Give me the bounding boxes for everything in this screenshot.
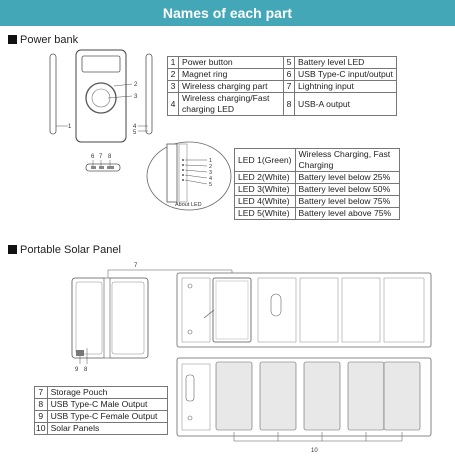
part-name: Solar Panels [46,422,169,435]
power-bank-section-title: Power bank [8,34,78,46]
part-name: Battery level LED [294,56,397,69]
callout-1: 1 [68,124,72,130]
callout-8: 8 [108,154,112,160]
led-callout-3: 3 [209,170,212,176]
led-name: LED 2(White) [234,171,296,184]
power-bank-side-left [49,53,57,135]
part-name: USB-A output [294,92,397,116]
power-bank-front-top-window [81,55,121,73]
solar-panel-section-title: Portable Solar Panel [8,244,121,256]
part-name: Magnet ring [178,68,284,81]
led-callout-1: 1 [209,158,212,164]
solar-panel-back [176,272,432,348]
solar-panel-parts-table: 7 Storage Pouch 8 USB Type-C Male Output… [34,386,169,435]
part-name: USB Type-C Female Output [46,410,169,423]
table-row: LED 1(Green) Wireless Charging, Fast Cha… [234,148,400,172]
led-table: LED 1(Green) Wireless Charging, Fast Cha… [234,148,400,220]
page-banner: Names of each part [0,0,455,26]
led-meaning: Battery level above 75% [294,207,400,220]
table-row: 2 Magnet ring 6 USB Type-C input/output [167,68,397,81]
usb-c-port [91,166,96,169]
led-name: LED 3(White) [234,183,296,196]
part-number: 2 [167,68,179,81]
table-row: 10 Solar Panels [34,422,169,435]
led-meaning: Battery level below 25% [294,171,400,184]
led-zoom-circle [146,141,232,211]
part-name: Lightning input [294,80,397,93]
solar-panels [176,357,432,437]
table-row: 4 Wireless charging/Fast charging LED 8 … [167,92,397,116]
banner-title: Names of each part [162,5,293,21]
part-number: 6 [283,68,295,81]
about-led-diagram: 1 2 3 4 5 About LED [146,141,232,211]
led-meaning: Wireless Charging, Fast Charging [294,148,400,172]
led-name: LED 1(Green) [234,148,296,172]
table-row: 8 USB Type-C Male Output [34,398,169,411]
solar-callout-10: 10 [311,448,318,454]
part-name: Wireless charging part [178,80,284,93]
solar-panel-title-text: Portable Solar Panel [20,244,121,256]
led-dots [182,159,184,181]
section-marker [8,35,17,44]
part-number: 8 [34,398,48,411]
part-number: 7 [283,80,295,93]
part-number: 5 [283,56,295,69]
table-row: 1 Power button 5 Battery level LED [167,56,397,69]
table-row: 3 Wireless charging part 7 Lightning inp… [167,80,397,93]
about-led-label: About LED [175,202,202,208]
power-bank-title-text: Power bank [20,34,79,46]
callout-5: 5 [133,130,137,136]
section-marker [8,245,17,254]
power-bank-side-right [145,53,153,135]
callout-4: 4 [133,124,137,130]
power-bank-diagram: 1 2 3 4 5 6 7 8 [49,49,153,172]
usb-a-port [107,166,114,169]
part-name: Storage Pouch [46,386,169,399]
led-name: LED 4(White) [234,195,296,208]
led-meaning: Battery level below 50% [294,183,400,196]
part-name: USB Type-C input/output [294,68,397,81]
table-row: 9 USB Type-C Female Output [34,410,169,423]
part-name: USB Type-C Male Output [46,398,169,411]
solar-callout-9: 9 [75,367,79,373]
storage-pouch [71,277,149,359]
solar-panel-diagram: 7 8 9 10 [71,263,432,454]
callout-7: 7 [99,154,103,160]
part-number: 9 [34,410,48,423]
part-number: 3 [167,80,179,93]
part-number: 10 [34,422,48,435]
callout-2: 2 [134,82,138,88]
table-row: LED 4(White) Battery level below 75% [234,195,400,208]
led-callout-5: 5 [209,182,212,188]
part-number: 4 [167,92,179,116]
table-row: LED 2(White) Battery level below 25% [234,171,400,184]
part-number: 1 [167,56,179,69]
table-row: LED 3(White) Battery level below 50% [234,183,400,196]
lightning-port [99,166,104,169]
part-number: 8 [283,92,295,116]
led-panel-edge [166,143,178,203]
solar-callout-8: 8 [84,367,88,373]
table-row: 7 Storage Pouch [34,386,169,399]
part-name: Wireless charging/Fast charging LED [178,92,284,116]
led-callout-4: 4 [209,176,212,182]
part-name: Power button [178,56,284,69]
callout-6: 6 [91,154,95,160]
led-callout-2: 2 [209,164,212,170]
power-bank-parts-table: 1 Power button 5 Battery level LED 2 Mag… [167,56,397,116]
led-name: LED 5(White) [234,207,296,220]
wireless-charging-part [91,88,111,108]
led-meaning: Battery level below 75% [294,195,400,208]
callout-3: 3 [134,94,138,100]
part-number: 7 [34,386,48,399]
table-row: LED 5(White) Battery level above 75% [234,207,400,220]
solar-callout-7: 7 [134,263,138,269]
